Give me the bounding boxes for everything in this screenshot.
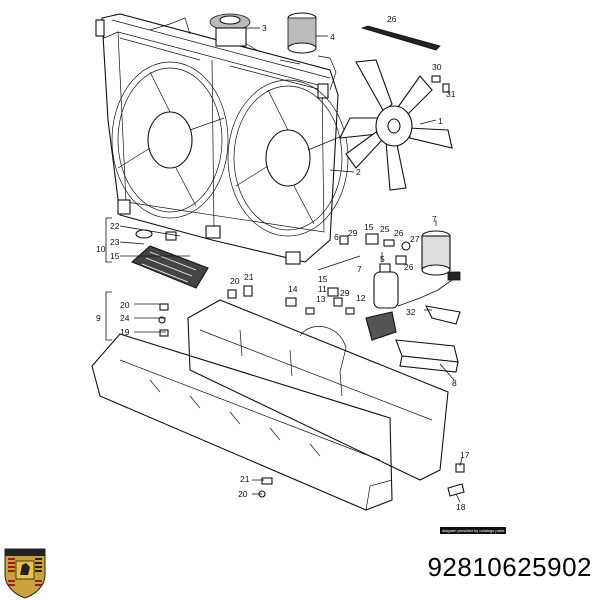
callout-4: 4 [330,32,335,42]
left-fan-ring [111,61,229,219]
strip-part-28 [360,25,441,51]
callout-21a: 21 [244,272,254,282]
callout-8: 8 [452,378,457,388]
bracket-group-9 [105,291,112,341]
callout-26b: 26 [404,262,414,272]
callout-32: 32 [406,307,416,317]
fan-shroud [95,13,339,265]
bracket-group-10 [105,217,112,263]
callout-2: 2 [356,167,361,177]
callout-15a: 15 [110,251,120,261]
callout-13: 13 [316,294,326,304]
right-fan-ring [227,79,349,237]
credit-text: diagram provided by catalogs parts [440,527,507,534]
relay-part-7 [421,230,451,276]
callout-15b: 15 [364,222,374,232]
bolts-part-17-18 [447,463,465,497]
callout-31: 31 [446,89,456,99]
callout-20b: 20 [120,300,130,310]
callout-6: 6 [334,232,339,242]
callout-29a: 29 [348,228,358,238]
callout-18: 18 [456,502,466,512]
cylinder-part-4 [287,12,317,54]
module-part-8 [395,339,459,373]
callout-29b: 29 [340,288,350,298]
callout-28: 26 [387,14,397,24]
hose-part-32 [397,271,461,325]
callout-7b: 7 [357,264,362,274]
callout-15c: 15 [318,274,328,284]
control-unit-part-10 [130,229,209,289]
porsche-crest-icon [4,548,46,599]
callout-20a: 20 [230,276,240,286]
callout-24: 24 [120,313,130,323]
callout-5: 5 [380,254,385,264]
callout-22: 22 [110,221,120,231]
callout-1: 1 [438,116,443,126]
callout-27: 27 [410,234,420,244]
reservoir-part-5 [365,263,399,341]
callout-23: 23 [110,237,120,247]
callout-25: 25 [380,224,390,234]
clips-part-20-21 [158,303,273,498]
callout-20c: 20 [238,489,248,499]
bolt-part-30-31 [431,75,450,93]
motor-cap-part-3 [209,13,251,47]
callout-3: 3 [262,23,267,33]
callout-12: 12 [356,293,366,303]
callout-labels: 3 4 26 30 31 1 2 22 23 10 15 6 29 15 25 … [96,14,470,512]
fan-blade-part-1 [339,59,453,191]
callout-19: 19 [120,327,130,337]
callout-10: 10 [96,244,106,254]
hardware-cluster [317,233,411,271]
leader-lines [119,27,463,503]
callout-7a: 7 [432,214,437,224]
air-duct [91,299,449,511]
callout-26a: 26 [394,228,404,238]
part-number: 92810625902 [427,552,592,582]
callout-11: 11 [318,284,327,294]
callout-30: 30 [432,62,442,72]
callout-14: 14 [288,284,298,294]
callout-21b: 21 [240,474,250,484]
small-fasteners [227,285,355,315]
callout-9: 9 [96,313,101,323]
callout-17: 17 [460,450,470,460]
